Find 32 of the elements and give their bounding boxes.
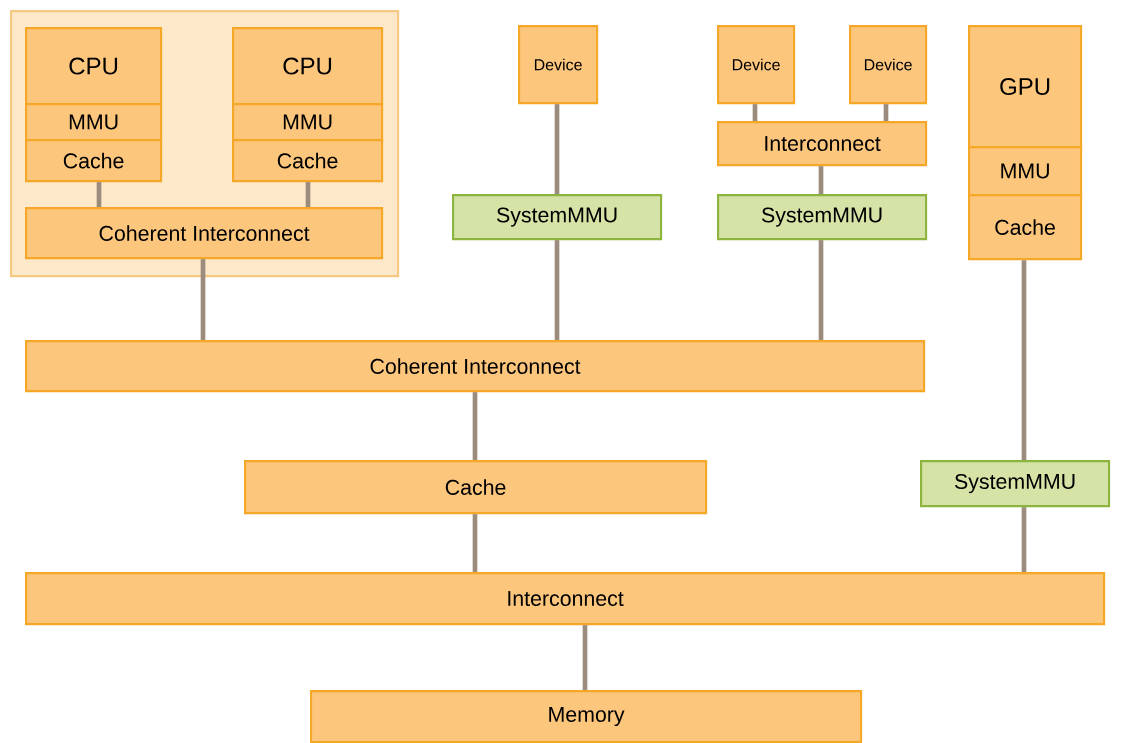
component-box: Cache — [232, 139, 384, 183]
component-box: Device — [717, 25, 796, 105]
component-box: MMU — [232, 103, 384, 142]
component-box: MMU — [25, 103, 163, 142]
component-box: Coherent Interconnect — [25, 340, 926, 393]
connector-line — [472, 392, 478, 460]
connector-line — [305, 182, 311, 207]
connector-line — [1021, 260, 1027, 460]
component-box: Memory — [310, 690, 863, 743]
component-box: Interconnect — [25, 572, 1106, 626]
mmu-box: SystemMMU — [920, 460, 1111, 508]
component-box: Device — [849, 25, 928, 105]
component-box: Cache — [968, 194, 1083, 261]
connector-line — [818, 240, 824, 340]
connector-line — [96, 182, 102, 207]
mmu-box: SystemMMU — [717, 194, 928, 241]
connector-line — [554, 104, 560, 194]
component-box: Device — [518, 25, 599, 105]
component-box: Cache — [25, 139, 163, 183]
connector-line — [200, 259, 206, 340]
connector-line — [582, 625, 588, 690]
component-box: MMU — [968, 146, 1083, 197]
connector-line — [752, 104, 758, 121]
connector-line — [554, 240, 560, 340]
component-box: Cache — [244, 460, 708, 515]
connector-line — [1021, 507, 1027, 572]
connector-line — [818, 166, 824, 194]
component-box: Interconnect — [717, 121, 928, 167]
mmu-box: SystemMMU — [452, 194, 663, 241]
component-box: Coherent Interconnect — [25, 207, 384, 260]
connector-line — [472, 514, 478, 572]
connector-line — [883, 104, 889, 121]
